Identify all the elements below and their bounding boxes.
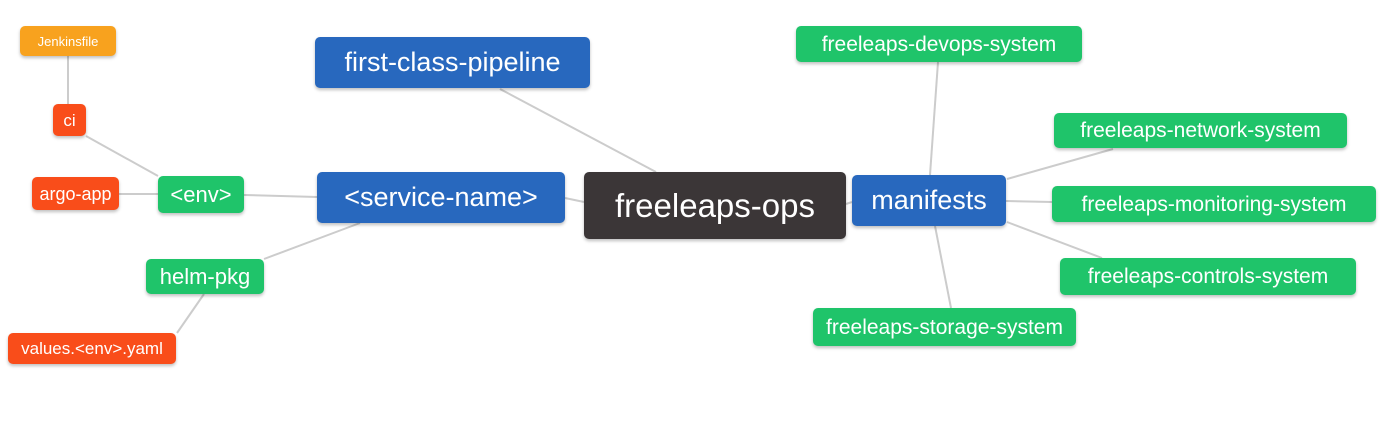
node-manifests[interactable]: manifests	[852, 175, 1006, 226]
edge-manifests-devops-system	[929, 61, 939, 176]
node-ci[interactable]: ci	[53, 104, 86, 136]
edge-helm-pkg-service-name	[263, 222, 361, 260]
node-freeleaps-devops-system[interactable]: freeleaps-devops-system	[796, 26, 1082, 62]
edge-first-class-pipeline-freeleaps-ops	[499, 88, 657, 173]
node-freeleaps-monitoring-system[interactable]: freeleaps-monitoring-system	[1052, 186, 1376, 222]
node-freeleaps-controls-system[interactable]: freeleaps-controls-system	[1060, 258, 1356, 295]
node-first-class-pipeline[interactable]: first-class-pipeline	[315, 37, 590, 88]
edge-manifests-storage-system	[934, 225, 952, 309]
node-env[interactable]: <env>	[158, 176, 244, 213]
node-freeleaps-storage-system[interactable]: freeleaps-storage-system	[813, 308, 1076, 346]
node-freeleaps-ops-root[interactable]: freeleaps-ops	[584, 172, 846, 239]
edge-freeleaps-ops-manifests	[845, 201, 853, 205]
edge-env-service-name	[243, 194, 318, 198]
node-helm-pkg[interactable]: helm-pkg	[146, 259, 264, 294]
edge-manifests-controls-system	[1006, 221, 1103, 259]
edge-values-env-yaml-helm-pkg	[176, 293, 205, 334]
edge-manifests-monitoring-system	[1005, 200, 1053, 203]
node-service-name[interactable]: <service-name>	[317, 172, 565, 223]
node-argo-app[interactable]: argo-app	[32, 177, 119, 210]
edge-service-name-freeleaps-ops	[564, 197, 585, 203]
node-freeleaps-network-system[interactable]: freeleaps-network-system	[1054, 113, 1347, 148]
edge-ci-env	[85, 135, 159, 177]
edge-manifests-network-system	[1006, 148, 1114, 180]
node-values-env-yaml[interactable]: values.<env>.yaml	[8, 333, 176, 364]
node-jenkinsfile[interactable]: Jenkinsfile	[20, 26, 116, 56]
